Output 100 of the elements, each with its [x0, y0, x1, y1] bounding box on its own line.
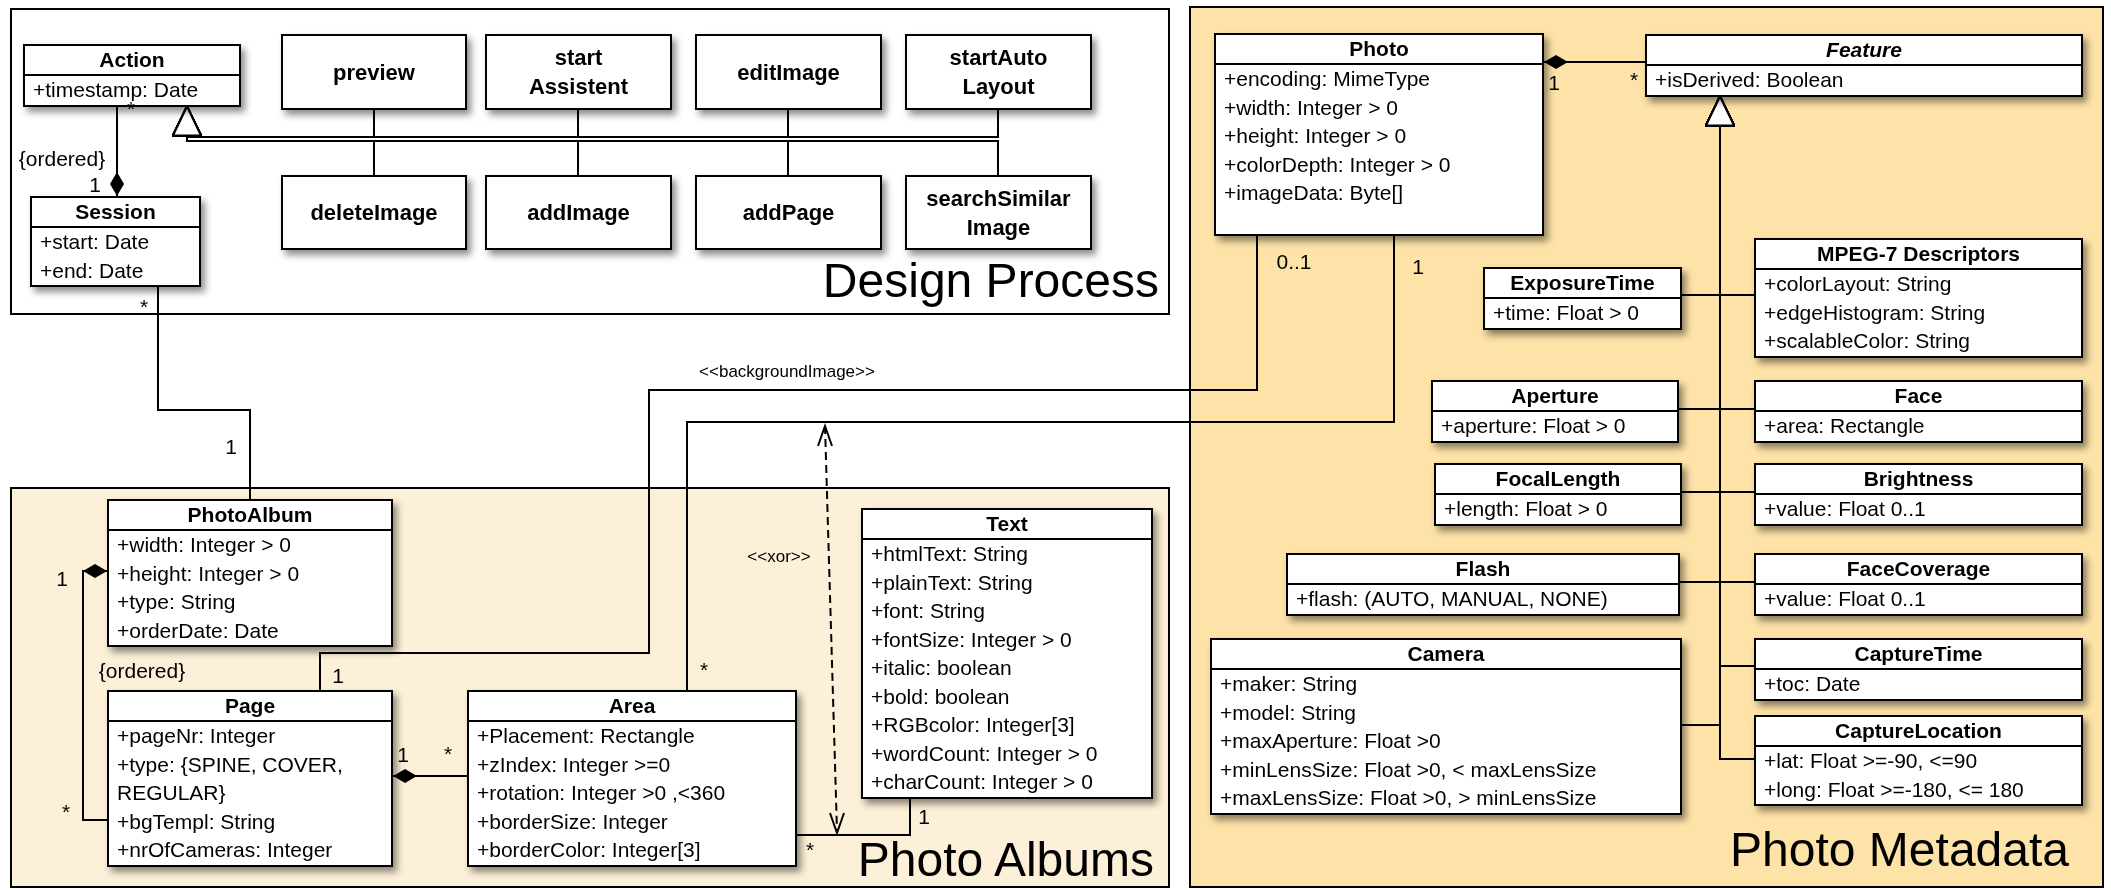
class-box	[1754, 238, 2083, 358]
attribute-text: +wordCount: Integer > 0	[870, 740, 1099, 767]
attribute-text: +encoding: MimeType	[1223, 66, 1432, 92]
class-box	[1214, 33, 1544, 236]
composition-line	[82, 564, 108, 821]
attribute-text: +type: String	[116, 589, 237, 615]
attribute-text: +timestamp: Date	[32, 77, 200, 102]
attribute-text: +length: Float > 0	[1443, 496, 1609, 522]
multiplicity-label: 1	[918, 805, 930, 827]
class-name: addPage	[742, 199, 835, 227]
association-line	[796, 798, 911, 836]
class-name: Photo	[1216, 35, 1542, 65]
class-box	[467, 690, 797, 867]
attribute-text: +font: String	[870, 598, 986, 624]
package-frame	[1189, 6, 2104, 888]
composition-line	[392, 769, 468, 783]
attribute-text: +colorLayout: String	[1763, 271, 1953, 297]
attribute-text: +bold: boolean	[870, 683, 1011, 710]
attribute-text: +model: String	[1219, 699, 1357, 726]
attribute-text: +toc: Date	[1763, 671, 1862, 697]
class-box	[905, 175, 1092, 250]
class-name: Session	[32, 198, 199, 228]
class-name: CaptureLocation	[1756, 717, 2081, 747]
attribute-text: +long: Float >=-180, <= 180	[1763, 776, 2025, 803]
edge-label: <<backgroundImage>>	[699, 362, 875, 380]
attribute-text: +lat: Float >=-90, <=90	[1763, 748, 1979, 774]
attribute-text: +start: Date	[39, 229, 151, 255]
attribute-text: +time: Float > 0	[1492, 300, 1640, 326]
attribute-text: +width: Integer > 0	[116, 532, 292, 558]
attribute-text: +borderColor: Integer[3]	[476, 837, 702, 863]
attribute-text: +aperture: Float > 0	[1440, 413, 1627, 439]
package-title: Photo Metadata	[1730, 826, 2069, 874]
multiplicity-label: *	[699, 658, 709, 680]
class-box	[107, 499, 393, 647]
class-name: Text	[863, 510, 1151, 540]
class-box	[23, 44, 241, 107]
package-frame	[10, 487, 1170, 888]
attribute-text: +end: Date	[39, 257, 145, 284]
multiplicity-label: 0..1	[1276, 250, 1312, 272]
attribute-text: +RGBcolor: Integer[3]	[870, 712, 1076, 738]
edge-label: {ordered}	[18, 147, 106, 169]
attribute-text: +isDerived: Boolean	[1654, 67, 1845, 93]
attribute-text: +pageNr: Integer	[116, 723, 277, 749]
class-box	[485, 34, 672, 110]
class-box	[1754, 553, 2083, 616]
attribute-text: +edgeHistogram: String	[1763, 299, 1987, 326]
class-box	[1483, 267, 1682, 330]
class-name: searchSimilar Image	[926, 184, 1071, 242]
class-box	[281, 34, 467, 110]
package-title: Design Process	[822, 257, 1159, 305]
class-box	[1754, 715, 2083, 806]
class-name: MPEG-7 Descriptors	[1756, 240, 2081, 270]
class-name: preview	[333, 58, 415, 87]
class-box	[1286, 553, 1680, 616]
attribute-text: +nrOfCameras: Integer	[116, 837, 334, 863]
class-name: FaceCoverage	[1756, 555, 2081, 585]
multiplicity-label: *	[443, 742, 453, 764]
class-name: Brightness	[1756, 465, 2081, 495]
class-name: Face	[1756, 382, 2081, 412]
attribute-text: +type: {SPINE, COVER, REGULAR}	[116, 751, 344, 806]
attribute-text: +borderSize: Integer	[476, 808, 669, 835]
multiplicity-label: *	[139, 295, 149, 317]
package-title: Photo Albums	[857, 836, 1154, 884]
class-name: Page	[109, 692, 391, 722]
class-box	[1754, 463, 2083, 526]
constraint-label: <<xor>>	[747, 547, 811, 565]
composition-line	[1543, 55, 1646, 69]
attribute-text: +value: Float 0..1	[1763, 496, 1927, 522]
class-name: FocalLength	[1436, 465, 1680, 495]
generalization-arrow	[172, 105, 999, 176]
attribute-text: +area: Rectangle	[1763, 413, 1926, 439]
association-line	[686, 235, 1395, 691]
attribute-text: +bgTempl: String	[116, 808, 277, 835]
attribute-text: +charCount: Integer > 0	[870, 769, 1094, 795]
association-line	[157, 286, 251, 500]
multiplicity-label: 1	[225, 435, 237, 457]
attribute-text: +height: Integer > 0	[116, 560, 301, 587]
class-box	[30, 196, 201, 287]
class-name: addImage	[527, 199, 630, 227]
class-box	[1645, 34, 2083, 97]
class-name: Area	[469, 692, 795, 722]
attribute-text: +zIndex: Integer >=0	[476, 751, 672, 778]
attribute-text: +fontSize: Integer > 0	[870, 626, 1073, 653]
class-box	[695, 34, 882, 110]
class-box	[1210, 638, 1682, 815]
attribute-text: +maxLensSize: Float >0, > minLensSize	[1219, 785, 1598, 811]
attribute-text: +Placement: Rectangle	[476, 723, 696, 749]
attribute-text: +colorDepth: Integer > 0	[1223, 151, 1452, 178]
class-box	[281, 175, 467, 250]
multiplicity-label: 1	[1548, 71, 1560, 93]
attribute-text: +height: Integer > 0	[1223, 123, 1408, 149]
class-name: Action	[25, 46, 239, 76]
class-name: Camera	[1212, 640, 1680, 670]
class-box	[485, 175, 672, 250]
multiplicity-label: *	[61, 800, 71, 822]
class-box	[695, 175, 882, 250]
class-name: PhotoAlbum	[109, 501, 391, 531]
multiplicity-label: 1	[56, 567, 68, 589]
attribute-text: +rotation: Integer >0 ,<360	[476, 780, 727, 806]
class-name: start Assistent	[529, 44, 628, 101]
